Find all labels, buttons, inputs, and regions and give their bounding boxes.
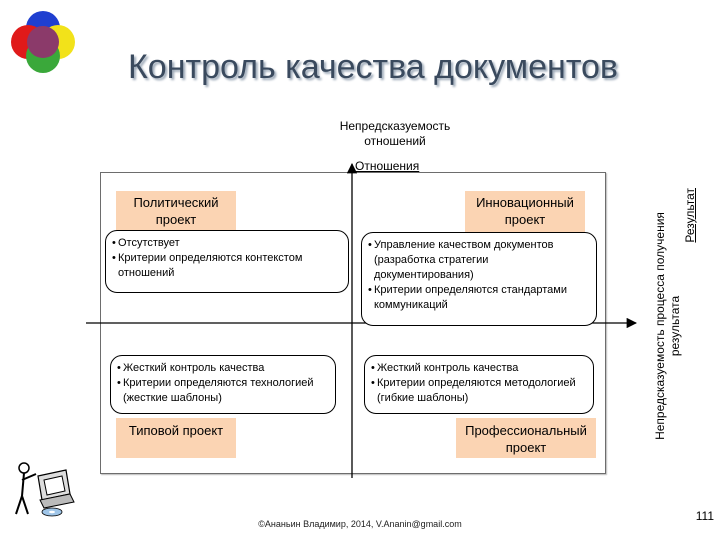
list-item: Критерии определяются контекстом отношен… [112, 251, 342, 281]
horizontal-axis-title: Непредсказуемость процесса получения рез… [653, 188, 711, 464]
page-title: Контроль качества документов [128, 48, 618, 86]
horizontal-axis-title-line2: результата [668, 295, 682, 357]
vertical-axis-title: Непредсказуемость отношений [300, 119, 490, 149]
list-item: Управление качеством документов (разрабо… [368, 238, 590, 283]
professional-project-notes: Жесткий контроль качества Критерии опред… [364, 355, 594, 414]
professional-project-label: Профессиональный проект [456, 418, 596, 458]
typical-project-label: Типовой проект [116, 418, 236, 458]
vertical-axis-label: Отношения [355, 159, 420, 173]
vertical-axis-title-line1: Непредсказуемость [339, 119, 451, 133]
political-project-label: Политический проект [116, 191, 236, 235]
person-at-computer-icon [10, 460, 78, 520]
typical-project-notes: Жесткий контроль качества Критерии опред… [110, 355, 336, 414]
list-item: Жесткий контроль качества [117, 361, 329, 376]
page-number: 111 [695, 509, 714, 523]
list-item: Критерии определяются технологией (жестк… [117, 376, 329, 406]
horizontal-axis-label: Результат [683, 188, 697, 243]
list-item: Критерии определяются стандартами коммун… [368, 283, 590, 313]
logo-circles-icon [8, 8, 78, 78]
innovative-project-notes: Управление качеством документов (разрабо… [361, 232, 597, 326]
vertical-axis-title-line2: отношений [364, 134, 426, 148]
list-item: Жесткий контроль качества [371, 361, 587, 376]
innovative-project-label: Инновационный проект [465, 191, 585, 235]
list-item: Критерии определяются методологией (гибк… [371, 376, 587, 406]
list-item: Отсутствует [112, 236, 342, 251]
political-project-notes: Отсутствует Критерии определяются контек… [105, 230, 349, 293]
copyright-footer: ©Ананьин Владимир, 2014, V.Ananin@gmail.… [258, 519, 462, 529]
horizontal-axis-title-line1: Непредсказуемость процесса получения [653, 212, 667, 440]
